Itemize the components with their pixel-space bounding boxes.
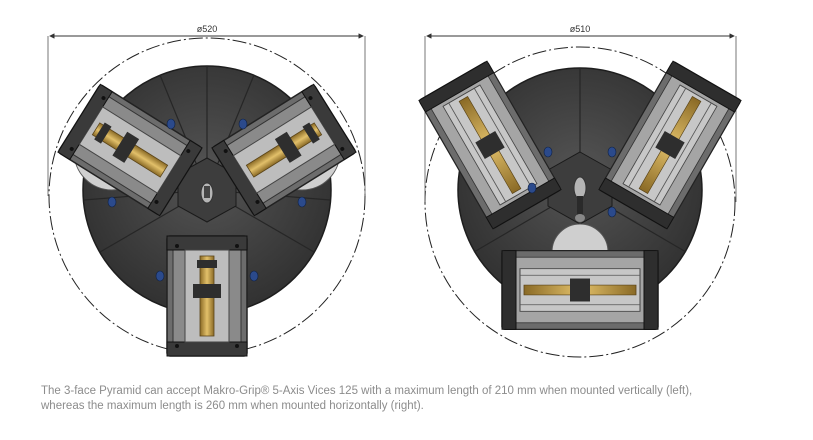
left-vice-bottom bbox=[166, 235, 248, 357]
right-dimension-label: ø510 bbox=[570, 24, 591, 34]
figure-caption: The 3-face Pyramid can accept Makro-Grip… bbox=[41, 384, 781, 414]
drawing-canvas: ø520 bbox=[47, 24, 742, 358]
caption-line-1: The 3-face Pyramid can accept Makro-Grip… bbox=[41, 385, 693, 397]
left-drawing: ø520 bbox=[47, 24, 366, 357]
left-dimension-label: ø520 bbox=[197, 24, 218, 34]
caption-line-2: whereas the maximum length is 260 mm whe… bbox=[41, 400, 424, 412]
right-drawing: ø510 bbox=[418, 24, 742, 358]
right-vice-bottom bbox=[501, 249, 659, 331]
